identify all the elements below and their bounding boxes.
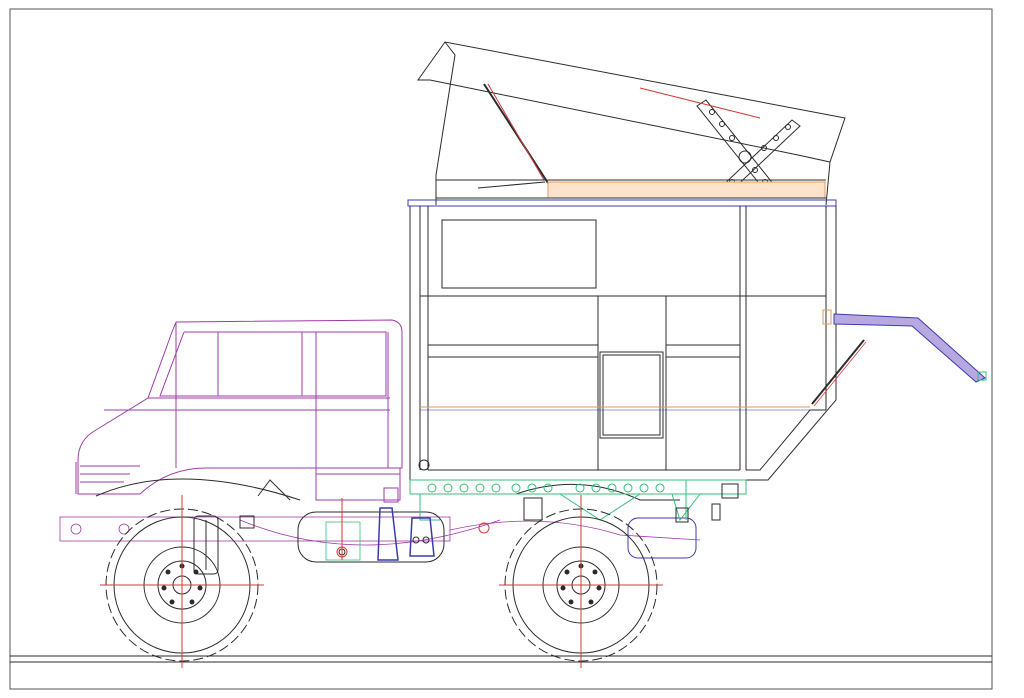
camper-door [599, 351, 664, 439]
scissor-lift [639, 87, 801, 195]
camper-subframe [409, 479, 747, 522]
popup-roof [417, 41, 846, 206]
camper-body [407, 199, 837, 481]
front-mudguard [193, 515, 219, 575]
ground-line [10, 655, 992, 663]
drawing-frame [9, 8, 993, 690]
subframe-mounts [239, 483, 739, 561]
gas-strut-left [477, 83, 549, 189]
rear-step [811, 309, 987, 407]
center-lines [100, 495, 663, 668]
camper-window [441, 219, 597, 289]
truck-cab [75, 319, 403, 501]
bed-panel [436, 179, 826, 199]
interior-floor-line [420, 406, 810, 411]
